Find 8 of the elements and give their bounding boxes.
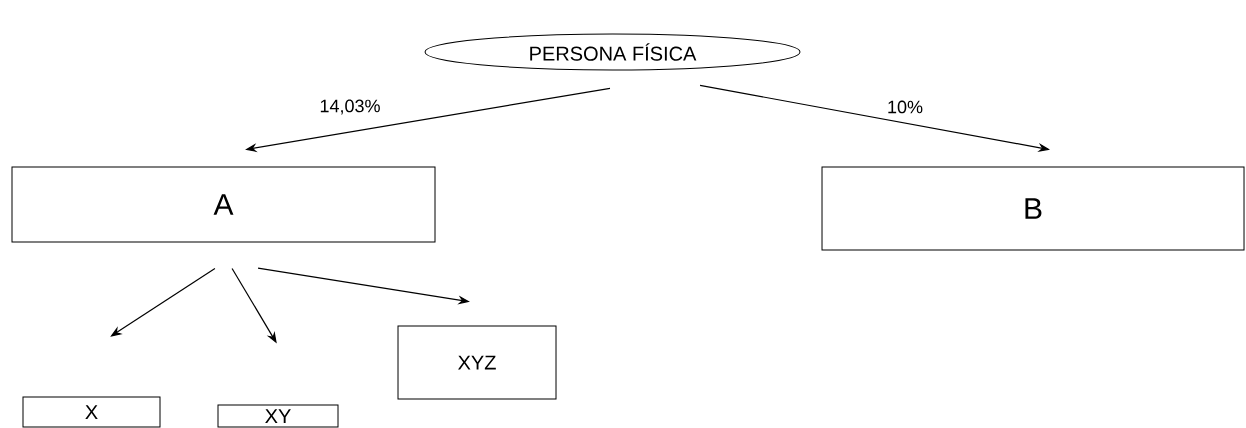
ellipse-node: PERSONA FÍSICA [424, 33, 801, 71]
process-box: B [821, 166, 1245, 251]
process-box: XYZ [397, 325, 557, 400]
process-box: XY [217, 404, 339, 428]
edge-label: 14,03% [318, 98, 382, 116]
edge-label: 10% [886, 99, 925, 115]
process-box: A [11, 166, 436, 243]
process-box: X [22, 396, 161, 428]
